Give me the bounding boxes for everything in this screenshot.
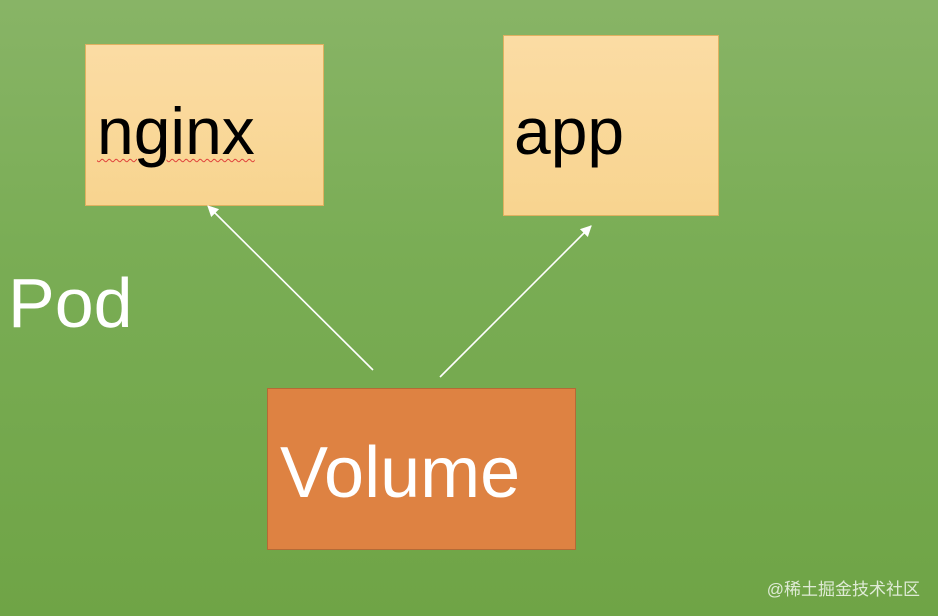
volume-box: Volume xyxy=(267,388,576,550)
nginx-label: nginx xyxy=(97,98,255,164)
nginx-label-text: nginx xyxy=(97,94,255,168)
app-container-box: app xyxy=(503,35,719,216)
volume-label: Volume xyxy=(280,433,521,513)
app-label: app xyxy=(514,94,625,168)
arrow-volume-to-nginx xyxy=(207,205,374,371)
arrow-volume-to-app xyxy=(439,225,592,378)
pod-label: Pod xyxy=(8,264,133,342)
nginx-container-box: nginx xyxy=(85,44,324,206)
watermark: @稀土掘金技术社区 xyxy=(766,580,920,599)
